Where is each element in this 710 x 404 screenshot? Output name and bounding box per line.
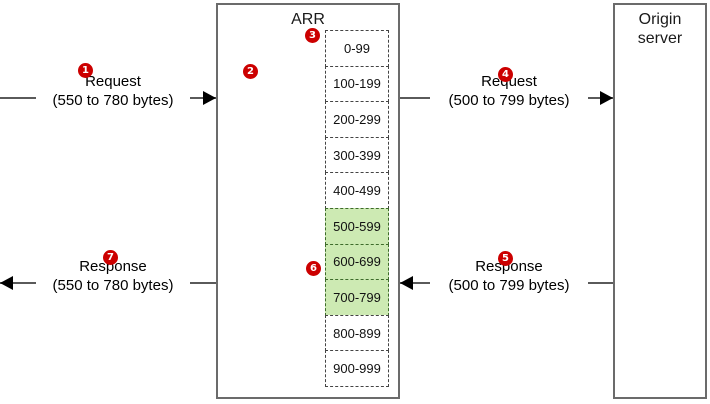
client-request-label-line2: (550 to 780 bytes) [52,92,174,109]
step-badge-1: 1 [78,63,93,78]
origin-title-line1: Origin [638,11,682,28]
cache-cell[interactable]: 0-99 [325,30,389,67]
cache-cell[interactable]: 400-499 [325,172,389,209]
origin-request-label-line1: Request [481,73,537,90]
client-response-label-line2: (550 to 780 bytes) [52,277,174,294]
client-request-arrowhead [203,91,216,105]
step-badge-7: 7 [103,250,118,265]
step-badge-3: 3 [305,28,320,43]
step-badge-5: 5 [498,251,513,266]
origin-response-label-line2: (500 to 799 bytes) [448,277,570,294]
cache-cell[interactable]: 300-399 [325,136,389,174]
step-badge-2: 2 [243,64,258,79]
cache-cell[interactable]: 800-899 [325,314,389,352]
origin-title-line2: server [637,30,683,47]
cache-cell[interactable]: 100-199 [325,65,389,103]
client-response-arrowhead [0,276,13,290]
cache-cell-column: 0-99 100-199 200-299 300-399 400-499 500… [325,30,389,387]
step-badge-6: 6 [306,261,321,276]
cache-cell-cached[interactable]: 500-599 [325,207,389,245]
step-badge-4: 4 [498,67,513,82]
cache-cell-cached[interactable]: 600-699 [325,243,389,281]
origin-response-arrowhead [400,276,413,290]
client-request-label-line1: Request [85,73,141,90]
client-response-label-line1: Response [79,258,147,275]
origin-server-box: Origin server [613,3,707,399]
client-request-label: Request (550 to 780 bytes) [36,72,190,110]
cache-cell-cached[interactable]: 700-799 [325,279,389,316]
arr-title: ARR [291,11,325,28]
cache-cell[interactable]: 200-299 [325,101,389,138]
origin-response-label-line1: Response [475,258,543,275]
cache-cell[interactable]: 900-999 [325,350,389,387]
origin-request-arrowhead [600,91,613,105]
origin-server-title: Origin server [615,10,705,48]
origin-request-label-line2: (500 to 799 bytes) [448,92,570,109]
